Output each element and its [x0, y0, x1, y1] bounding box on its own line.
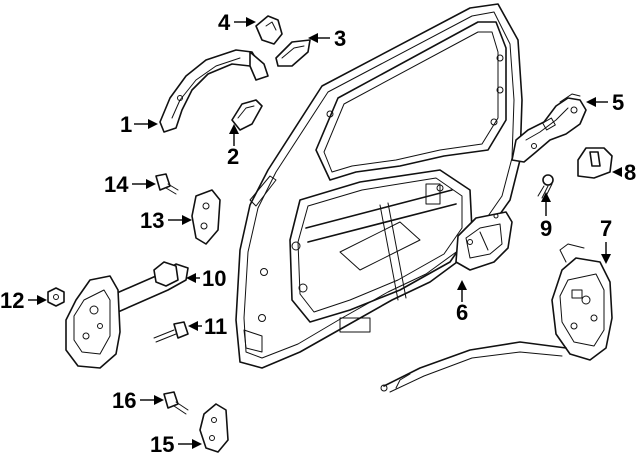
callout-1: 1 — [120, 112, 158, 137]
callout-label-12: 12 — [0, 288, 24, 313]
callout-label-10: 10 — [202, 266, 226, 291]
callout-label-2: 2 — [227, 144, 239, 169]
callout-label-15: 15 — [150, 432, 174, 457]
callout-label-9: 9 — [540, 216, 552, 241]
bracket-bolt — [155, 173, 179, 195]
callout-2: 2 — [227, 124, 239, 169]
handle-bracket — [511, 93, 587, 163]
handle-cover-cap — [255, 15, 283, 45]
callout-11: 11 — [188, 314, 227, 339]
lower-hinge-bracket — [199, 403, 229, 453]
callout-8: 8 — [612, 160, 636, 185]
callout-13: 13 — [140, 208, 192, 233]
door-hinge — [65, 275, 121, 369]
callout-label-13: 13 — [140, 208, 164, 233]
hinge-nut — [47, 287, 65, 307]
door-check-strap — [109, 261, 189, 313]
latch-cable — [380, 341, 567, 393]
callout-label-8: 8 — [624, 160, 636, 185]
callout-9: 9 — [540, 192, 552, 241]
callout-16: 16 — [112, 388, 164, 413]
callout-5: 5 — [586, 90, 624, 115]
door-striker — [577, 147, 613, 179]
check-bolt — [153, 321, 189, 343]
outside-door-handle — [159, 49, 269, 133]
callout-label-1: 1 — [120, 112, 132, 137]
callout-7: 7 — [600, 216, 612, 264]
callout-label-6: 6 — [456, 300, 468, 325]
handle-pad — [275, 39, 311, 67]
callout-label-4: 4 — [218, 10, 231, 35]
hinge-bracket — [191, 189, 221, 245]
callout-label-11: 11 — [204, 314, 227, 339]
lower-bracket-bolt — [163, 391, 189, 415]
callout-10: 10 — [186, 266, 226, 291]
callout-6: 6 — [456, 280, 468, 325]
callout-3: 3 — [308, 26, 346, 51]
callout-15: 15 — [150, 432, 202, 457]
handle-gasket — [231, 99, 263, 131]
callout-label-7: 7 — [600, 216, 612, 241]
callout-label-3: 3 — [334, 26, 346, 51]
inside-door-handle — [455, 211, 513, 271]
callout-label-5: 5 — [612, 90, 624, 115]
callout-14: 14 — [104, 172, 156, 197]
callout-label-14: 14 — [104, 172, 129, 197]
door-latch-actuator — [551, 243, 613, 361]
callout-4: 4 — [218, 10, 256, 35]
door-frame — [235, 3, 523, 369]
callout-label-16: 16 — [112, 388, 136, 413]
callout-12: 12 — [0, 288, 47, 313]
